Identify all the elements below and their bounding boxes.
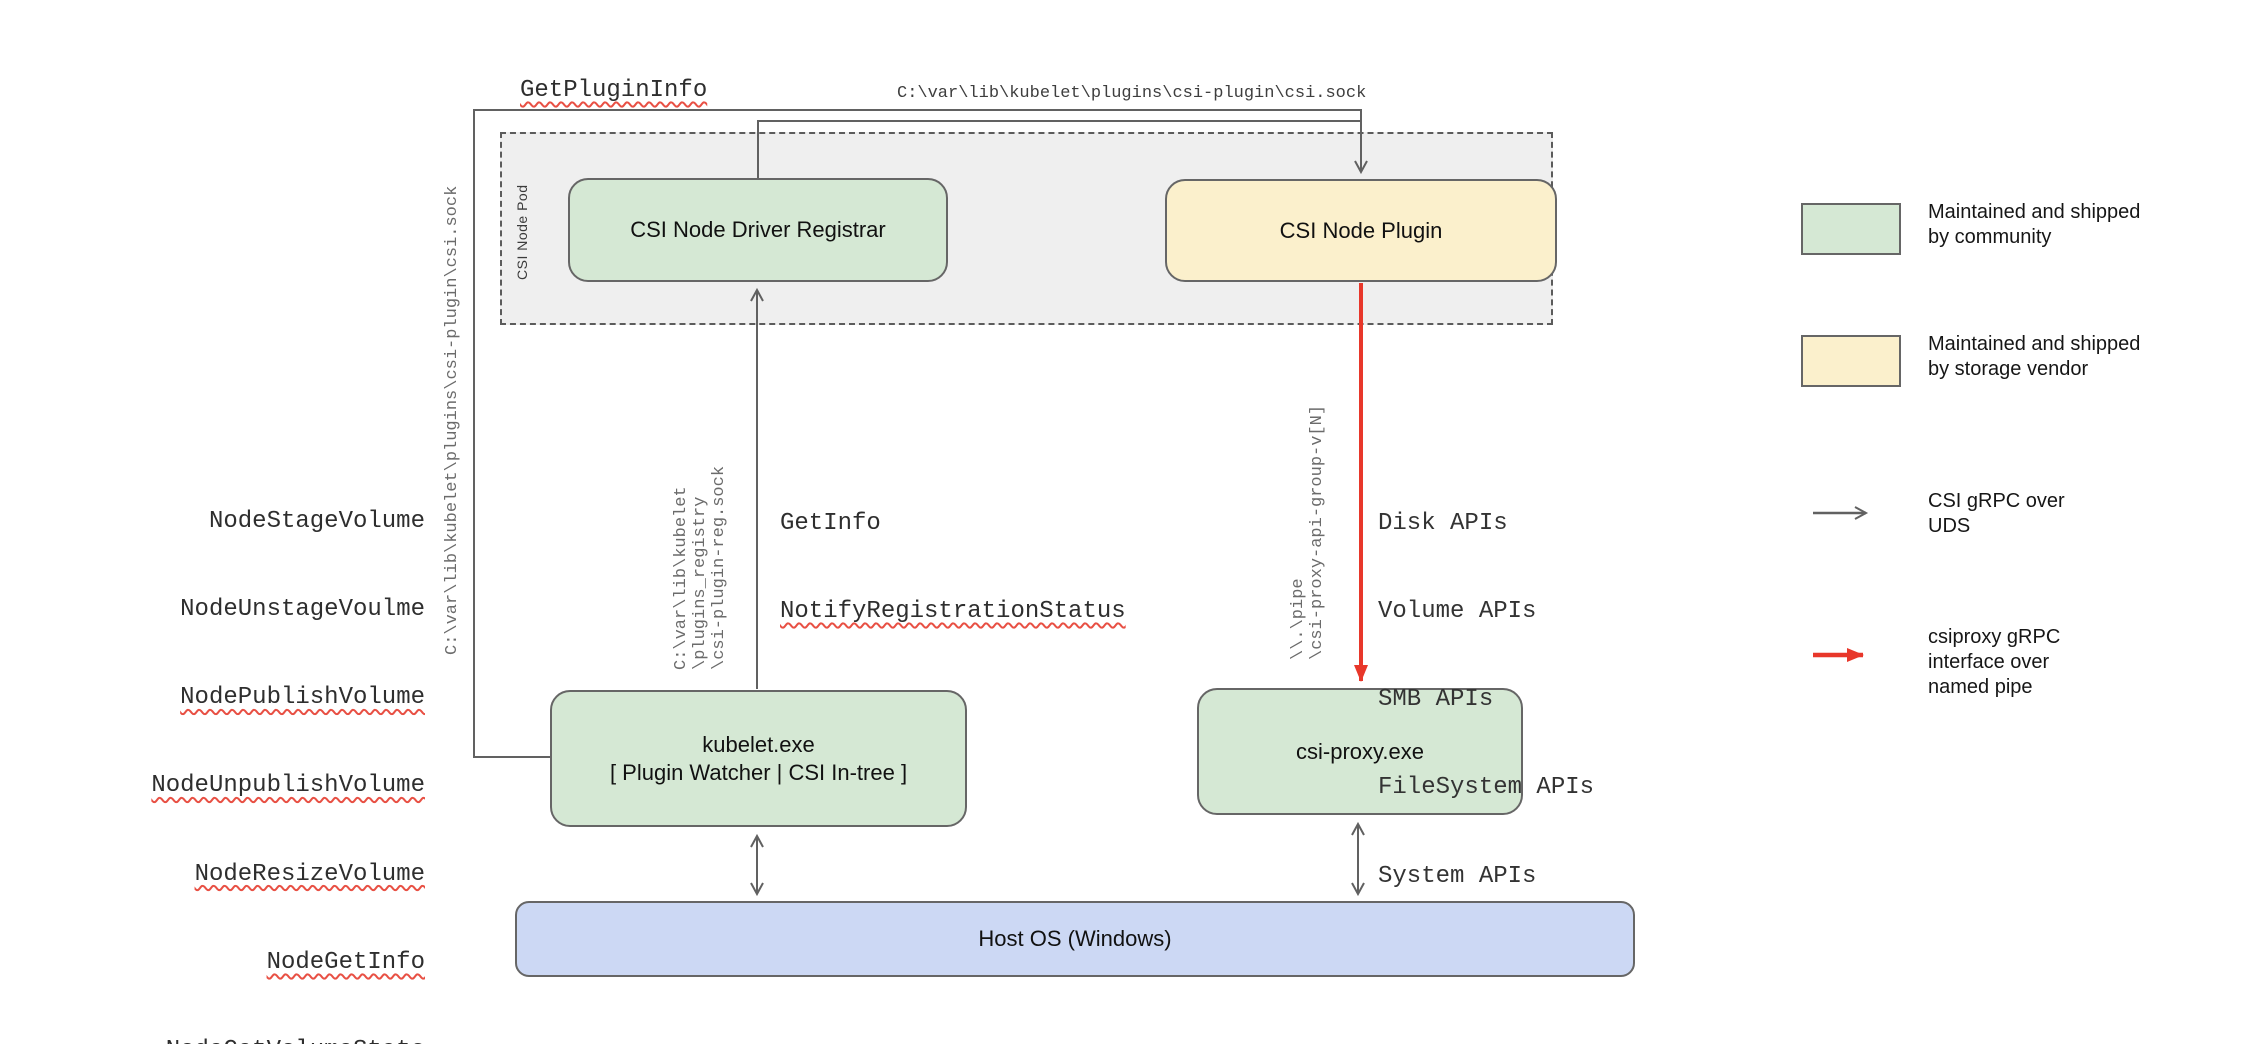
node-rpc-list: NodeStageVolume NodeUnstageVoulme NodePu… [45,448,425,1044]
legend-gray-arrow-label: CSI gRPC over UDS [1928,490,2065,537]
registration-rpcs: GetInfo NotifyRegistrationStatus [780,450,1126,685]
node-rpc-item: NodeGetVolumeStats [45,1036,425,1044]
connector-kubelet-to-plugin [473,109,1368,758]
node-rpc-item: NodeStageVolume [208,507,425,535]
connector-registrar-to-plugin [757,120,1361,179]
csi-sock-path-left-label: C:\var\lib\kubelet\plugins\csi-plugin\cs… [443,185,462,655]
proxy-api-item: Volume APIs [1378,598,1537,626]
csi-sock-path-top-label: C:\var\lib\kubelet\plugins\csi-plugin\cs… [897,84,1367,103]
legend-vendor-swatch [1801,335,1901,387]
csi-node-plugin-box: CSI Node Plugin [1165,179,1557,282]
node-rpc-item: NodeUnpublishVolume [151,772,425,800]
proxy-api-item: FileSystem APIs [1378,774,1595,802]
proxy-api-item: System APIs [1378,862,1537,890]
kubelet-box: kubelet.exe [ Plugin Watcher | CSI In-tr… [550,690,967,827]
csi-proxy-box: csi-proxy.exe [1197,688,1523,815]
csi-node-pod-label: CSI Node Pod [514,184,530,281]
notify-registration-status-label: NotifyRegistrationStatus [780,598,1126,626]
node-rpc-item: NodeResizeVolume [194,860,425,888]
legend-community-swatch [1801,203,1901,255]
proxy-api-list: Disk APIs Volume APIs SMB APIs FileSyste… [1378,450,1594,950]
proxy-api-item: Disk APIs [1378,509,1508,537]
get-plugin-info-label: GetPluginInfo [520,77,708,104]
get-info-label: GetInfo [780,509,881,537]
named-pipe-path-label: \\.\pipe \csi-proxy-api-group-v[N] [1289,404,1327,660]
legend-red-arrow-label: csiproxy gRPC interface over named pipe [1928,626,2061,698]
csi-node-driver-registrar-box: CSI Node Driver Registrar [568,178,948,282]
node-rpc-item: NodePublishVolume [180,684,425,712]
proxy-api-item: SMB APIs [1378,686,1494,714]
legend-vendor-label: Maintained and shipped by storage vendor [1928,333,2141,380]
host-os-box: Host OS (Windows) [515,901,1635,977]
node-rpc-item: NodeGetInfo [266,948,425,976]
registry-sock-path-label: C:\var\lib\kubelet \plugins_registry \cs… [672,465,729,670]
node-rpc-item: NodeUnstageVoulme [180,596,425,624]
legend-community-label: Maintained and shipped by community [1928,201,2141,248]
